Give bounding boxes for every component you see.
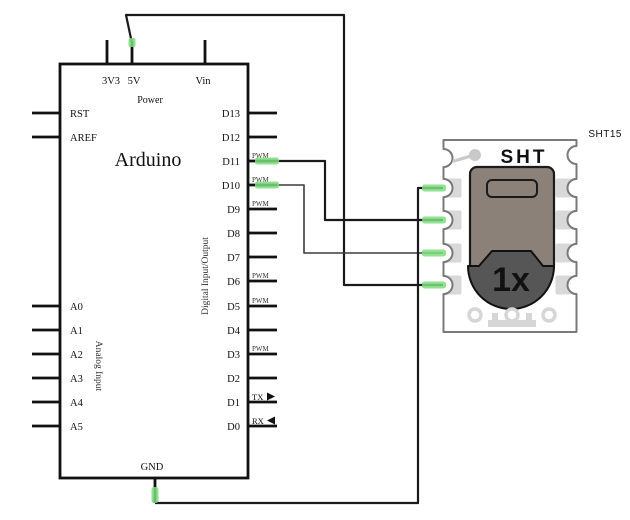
board-title: Arduino	[115, 149, 182, 171]
pin-label-vin: Vin	[195, 76, 211, 87]
pin-label-d2: D2	[227, 374, 240, 385]
pin-label-a1: A1	[70, 326, 83, 337]
pin-label-d10: D10	[222, 181, 240, 192]
pin-label-a3: A3	[70, 374, 83, 385]
pin-label-a5: A5	[70, 422, 83, 433]
rx-label: RX	[252, 416, 264, 426]
pin-label-d4: D4	[227, 326, 241, 337]
pin-label-rst: RST	[70, 109, 90, 120]
tx-label: TX	[252, 392, 263, 402]
pin-label-d9: D9	[227, 205, 240, 216]
digital-section-label: Digital Input/Output	[201, 237, 211, 315]
power-section-label: Power	[137, 95, 163, 106]
top-pin-stubs	[105, 40, 207, 64]
gnd-label: GND	[141, 462, 164, 473]
wire-d11-to-pad2	[277, 159, 443, 222]
pwm-label-d10: PWM	[252, 176, 270, 184]
pwm-label-d5: PWM	[252, 297, 270, 305]
sht15-sensor: SHT 1x SHT15	[442, 129, 622, 333]
pwm-label-d11: PWM	[252, 152, 270, 160]
sensor-chip-marking: 1x	[492, 261, 530, 299]
pin-label-3v3: 3V3	[102, 76, 120, 87]
arduino-board	[58, 62, 250, 480]
pwm-label-d3: PWM	[252, 345, 270, 353]
pin-label-d6: D6	[227, 277, 240, 288]
tx-arrow-icon	[267, 392, 275, 401]
sensor-part-label: SHT15	[588, 129, 622, 140]
pin-label-d7: D7	[227, 253, 240, 264]
pin-label-d12: D12	[222, 133, 240, 144]
pwm-label-d9: PWM	[252, 200, 270, 208]
sensor-bottom-decorations	[467, 307, 557, 327]
pin-label-5v: 5V	[128, 76, 141, 87]
wire-5v-to-pad4	[124, 13, 443, 287]
rx-arrow-icon	[267, 416, 275, 425]
pwm-label-d6: PWM	[252, 272, 270, 280]
sensor-silkscreen-text: SHT	[501, 147, 548, 168]
sensor-notches	[443, 178, 577, 295]
pin-label-a4: A4	[70, 398, 84, 409]
left-pin-stubs	[32, 111, 60, 428]
analog-section-label: Analog Input	[93, 341, 103, 392]
sensor-trace	[452, 154, 473, 163]
wire-d10-to-pad3	[277, 184, 443, 254]
connection-highlights	[128, 38, 446, 503]
pin-label-d11: D11	[222, 157, 240, 168]
sensor-component-slot	[486, 179, 538, 198]
pin-label-d1: D1	[227, 398, 240, 409]
pin-label-d13: D13	[222, 109, 240, 120]
pin-label-d8: D8	[227, 229, 240, 240]
pin-label-d0: D0	[227, 422, 240, 433]
pin-label-aref: AREF	[70, 133, 97, 144]
sensor-via	[469, 149, 481, 161]
pin-label-d3: D3	[227, 350, 240, 361]
pin-label-d5: D5	[227, 302, 240, 313]
pin-label-a0: A0	[70, 302, 83, 313]
pin-label-a2: A2	[70, 350, 83, 361]
